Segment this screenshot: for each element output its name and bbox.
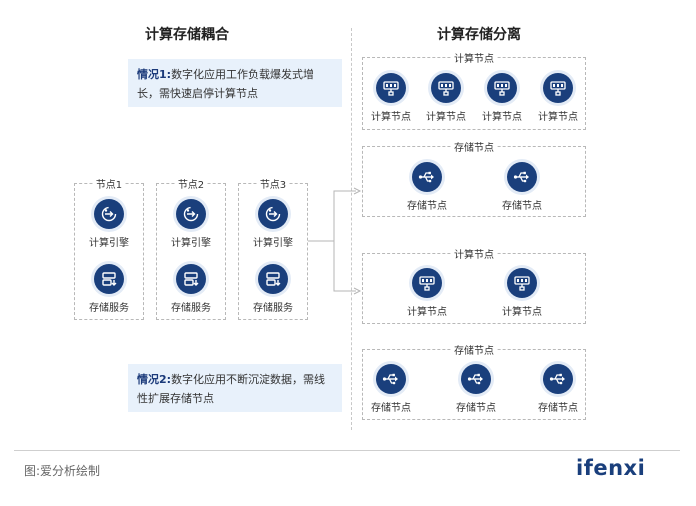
group-compute-3 [362, 253, 586, 324]
node-label: 计算引擎 [253, 238, 293, 249]
group-title: 存储节点 [451, 342, 497, 357]
node-label: 计算节点 [407, 307, 447, 318]
situation-1-text: 数字化应用工作负载爆发式增长，需快速启停计算节点 [137, 68, 315, 100]
center-divider [351, 28, 352, 430]
footer-rule [14, 450, 680, 451]
usb-storage-icon [543, 364, 573, 394]
node-label: 计算引擎 [89, 238, 129, 249]
server-icon [487, 73, 517, 103]
ifenxi-logo: ifenxi [576, 456, 646, 480]
node-title: 节点1 [92, 176, 126, 191]
server-icon [543, 73, 573, 103]
node-label: 存储服务 [253, 303, 293, 314]
right-title: 计算存储分离 [437, 27, 521, 43]
node-title: 节点3 [256, 176, 290, 191]
figure-caption: 图:爱分析绘制 [24, 464, 101, 478]
server-icon [412, 268, 442, 298]
node-label: 存储服务 [89, 303, 129, 314]
storage-service-icon [94, 264, 124, 294]
usb-storage-icon [376, 364, 406, 394]
storage-service-icon [258, 264, 288, 294]
usb-storage-icon [412, 162, 442, 192]
group-title: 计算节点 [451, 246, 497, 261]
usb-storage-icon [507, 162, 537, 192]
engine-icon [176, 199, 206, 229]
situation-1-note: 情况1:数字化应用工作负载爆发式增长，需快速启停计算节点 [128, 59, 342, 107]
situation-2-label: 情况2: [137, 373, 172, 386]
group-storage-2 [362, 146, 586, 217]
situation-1-label: 情况1: [137, 68, 172, 81]
situation-2-note: 情况2:数字化应用不断沉淀数据，需线性扩展存储节点 [128, 364, 342, 412]
node-label: 计算节点 [538, 112, 578, 123]
node-label: 存储节点 [456, 403, 496, 414]
node-label: 存储节点 [407, 201, 447, 212]
node-label: 计算节点 [426, 112, 466, 123]
node-label: 存储服务 [171, 303, 211, 314]
node-label: 存储节点 [538, 403, 578, 414]
node-label: 计算引擎 [171, 238, 211, 249]
server-icon [507, 268, 537, 298]
engine-icon [258, 199, 288, 229]
left-title: 计算存储耦合 [145, 27, 229, 43]
split-arrow [308, 187, 362, 295]
node-label: 计算节点 [502, 307, 542, 318]
usb-storage-icon [461, 364, 491, 394]
node-label: 计算节点 [371, 112, 411, 123]
engine-icon [94, 199, 124, 229]
group-title: 存储节点 [451, 139, 497, 154]
node-label: 存储节点 [502, 201, 542, 212]
node-label: 计算节点 [482, 112, 522, 123]
situation-2-text: 数字化应用不断沉淀数据，需线性扩展存储节点 [137, 373, 326, 405]
group-title: 计算节点 [451, 50, 497, 65]
node-title: 节点2 [174, 176, 208, 191]
storage-service-icon [176, 264, 206, 294]
server-icon [431, 73, 461, 103]
node-label: 存储节点 [371, 403, 411, 414]
server-icon [376, 73, 406, 103]
